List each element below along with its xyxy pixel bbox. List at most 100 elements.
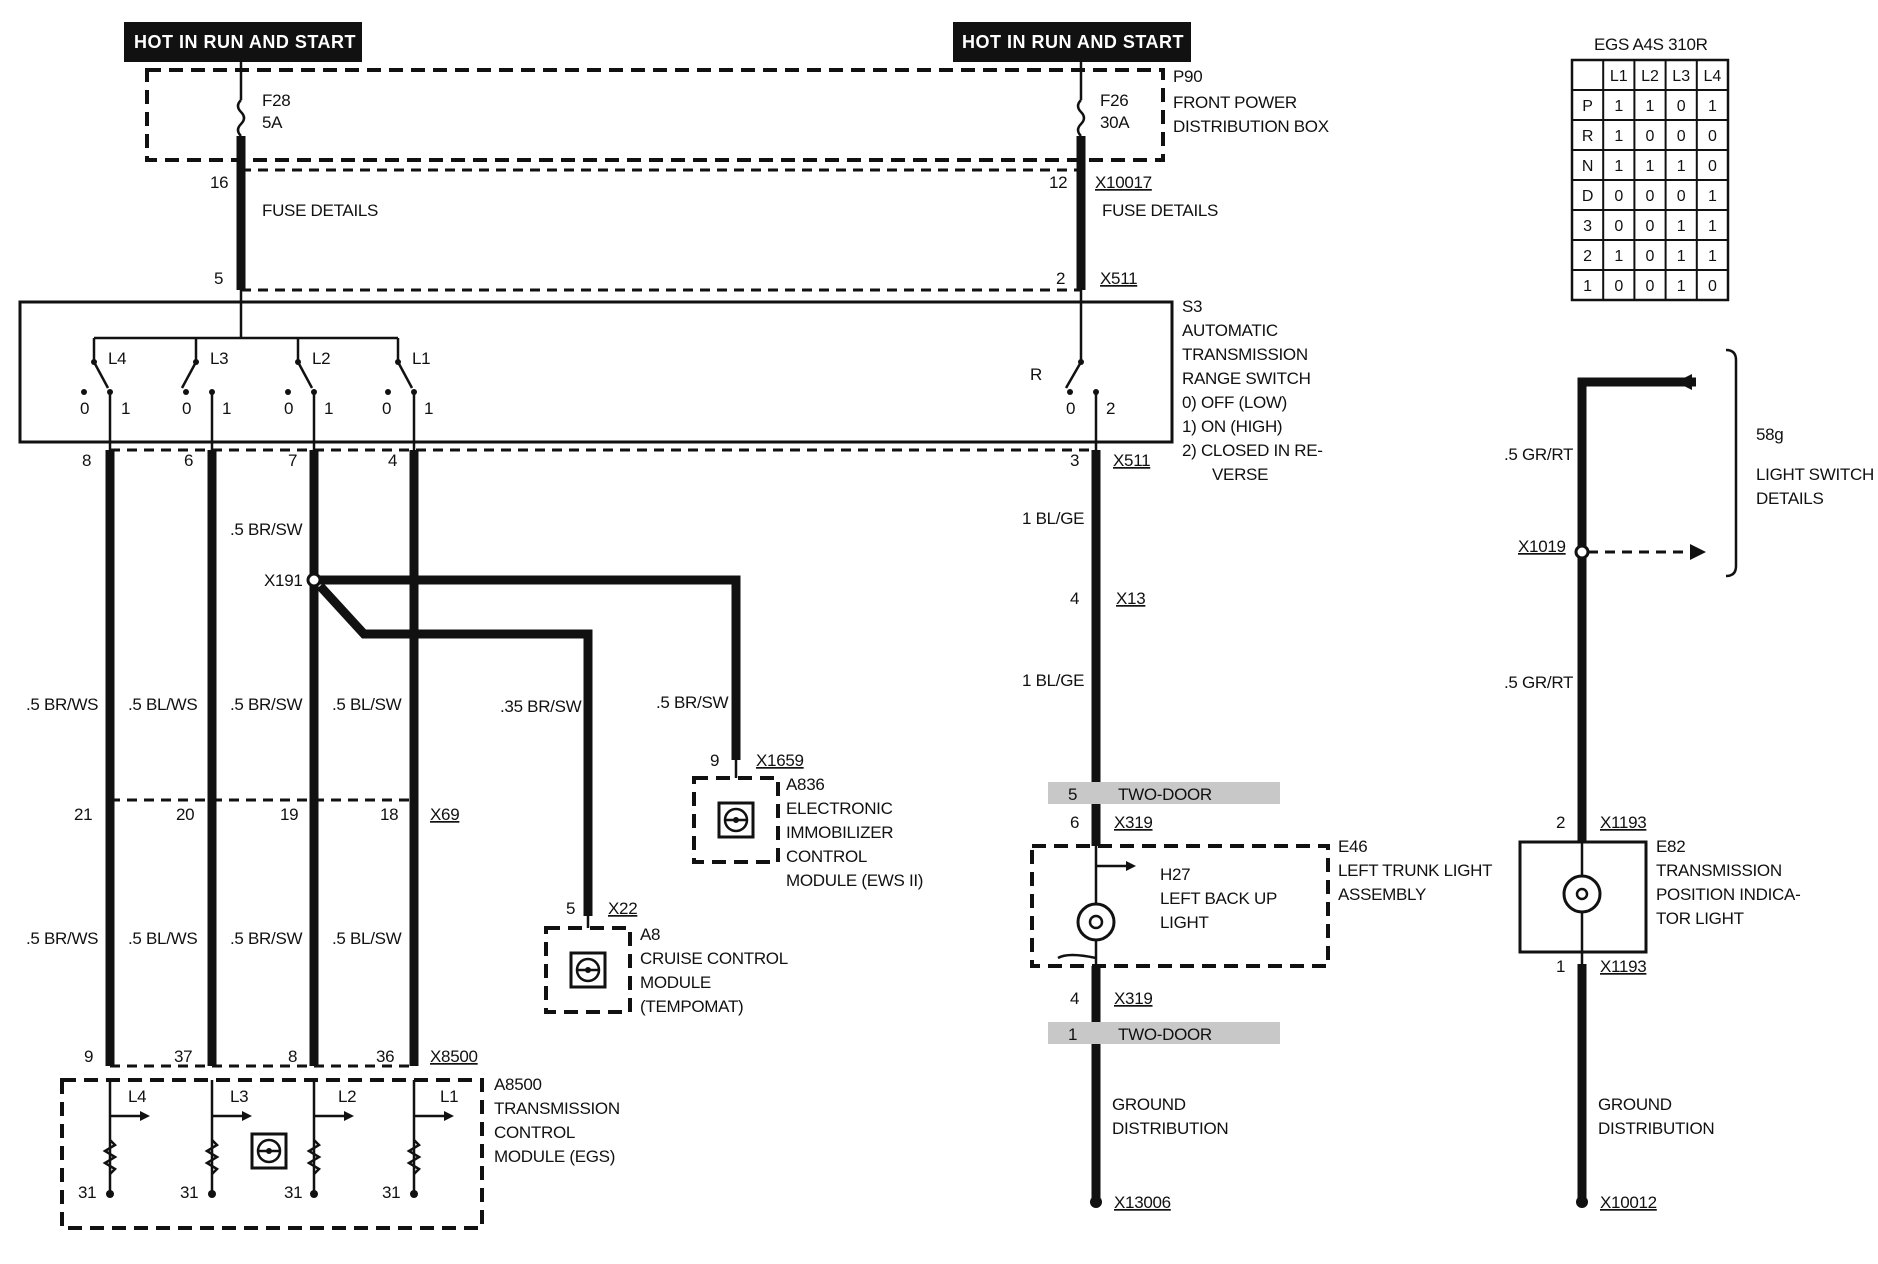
egs-table-cell: 1	[1614, 248, 1623, 265]
fuse-left-top-pin: 16	[210, 173, 228, 192]
switch-contact-label: L2	[312, 349, 330, 368]
fuse-left-rating: 5A	[262, 113, 283, 132]
egs-table-cell: 1	[1708, 248, 1717, 265]
range-switch-line: VERSE	[1212, 465, 1268, 484]
steering-wheel-icon	[250, 1132, 288, 1170]
egs-table-position: 2	[1583, 248, 1592, 265]
x319-bottom-pin: 4	[1070, 989, 1079, 1008]
x69-pin: 20	[176, 805, 194, 824]
ews-module-line: IMMOBILIZER	[786, 823, 893, 842]
egs-table-cell: 0	[1677, 188, 1686, 205]
egs-table-cell: 1	[1646, 98, 1655, 115]
x1019-label: X1019	[1518, 537, 1566, 556]
cruise-signal-wire	[316, 582, 593, 916]
egs-ground-pin: 31	[284, 1183, 302, 1202]
l2-top-wire-label: .5 BR/SW	[230, 520, 302, 539]
x1193-bottom-connector: X1193	[1600, 957, 1646, 976]
x13-pin: 4	[1070, 589, 1079, 608]
x8500-pin: 37	[174, 1047, 192, 1066]
egs-input-label: L1	[440, 1087, 458, 1106]
fuse-left-id: F28	[262, 91, 290, 110]
indicator-lamp-filament	[1575, 887, 1589, 901]
fuse-right-bottom-connector: X511	[1100, 269, 1137, 288]
fuse-box-outline	[145, 68, 1165, 162]
range-switch-line: RANGE SWITCH	[1182, 369, 1311, 388]
x319-top-connector: X319	[1114, 813, 1153, 832]
egs-input-l2: L2 31	[284, 1080, 357, 1202]
egs-module-line: TRANSMISSION	[494, 1099, 620, 1118]
egs-table-cell: 1	[1708, 218, 1717, 235]
x191-splice	[306, 572, 322, 588]
egs-module-outline	[60, 1078, 484, 1230]
lamp-tap-arrow	[1126, 861, 1136, 871]
x1193-bottom-pin: 1	[1556, 957, 1565, 976]
egs-table-cell: 1	[1677, 218, 1686, 235]
switch-contact-on: 1	[424, 399, 433, 418]
egs-table-title: EGS A4S 310R	[1594, 35, 1708, 54]
egs-table-cell: 0	[1708, 278, 1717, 295]
egs-table-cell: 0	[1646, 188, 1655, 205]
switch-reverse-off: 0	[1066, 399, 1075, 418]
egs-ground-pin: 31	[180, 1183, 198, 1202]
x8500-pin: 36	[376, 1047, 394, 1066]
x1193-top-pin: 2	[1556, 813, 1565, 832]
egs-table-cell: 0	[1646, 248, 1655, 265]
switch-contact-off: 0	[182, 399, 191, 418]
indicator-lamp-icon	[1562, 874, 1602, 914]
assembly-id: E46	[1338, 837, 1367, 856]
fuse-right-id: F26	[1100, 91, 1128, 110]
fuse-right-symbol	[1076, 99, 1086, 137]
egs-ground-pin: 31	[78, 1183, 96, 1202]
indicator-wire-label-mid: .5 GR/RT	[1504, 673, 1573, 692]
two-door-bottom-pin: 1	[1068, 1025, 1077, 1044]
switch-contact-reverse: R 0 2	[1030, 290, 1115, 418]
egs-table-cell: 0	[1708, 128, 1717, 145]
egs-table-cell: 0	[1677, 98, 1686, 115]
indicator-feed-arrow	[1676, 374, 1692, 390]
range-switch-line: 0) OFF (LOW)	[1182, 393, 1287, 412]
egs-table-cell: 0	[1646, 218, 1655, 235]
two-door-band-top	[1048, 782, 1280, 804]
ground-point-icon	[1576, 1196, 1588, 1208]
switch-contact-l4: L4 0 1	[80, 338, 130, 418]
egs-table-position: 3	[1583, 218, 1592, 235]
egs-input-l1: L1 31	[382, 1080, 459, 1202]
indicator-lamp-id: E82	[1656, 837, 1685, 856]
ews-module-line: ELECTRONIC	[786, 799, 893, 818]
x319-bottom-connector: X319	[1114, 989, 1153, 1008]
indicator-lamp-line: TOR LIGHT	[1656, 909, 1744, 928]
egs-table-cell: 1	[1646, 158, 1655, 175]
two-door-band-bottom	[1048, 1022, 1280, 1044]
egs-module-line: CONTROL	[494, 1123, 575, 1142]
egs-table-header: L2	[1641, 68, 1659, 85]
wire-label-lower: .5 BR/WS	[26, 929, 98, 948]
fuse-box-name-1: FRONT POWER	[1173, 93, 1297, 112]
egs-input-l4: L4 31	[78, 1080, 150, 1202]
egs-input-label: L2	[338, 1087, 356, 1106]
cruise-wire-label: .35 BR/SW	[500, 697, 582, 716]
egs-table-cell: 0	[1646, 128, 1655, 145]
switch-contact-on: 1	[324, 399, 333, 418]
egs-table-position: P	[1582, 98, 1593, 115]
ews-connector: X1659	[756, 751, 804, 770]
wire-label-lower: .5 BL/SW	[332, 929, 402, 948]
switch-contact-on: 1	[222, 399, 231, 418]
fuse-right-top-connector: X10017	[1095, 173, 1152, 192]
wire-label-upper: .5 BR/SW	[230, 695, 302, 714]
wire-label-upper: .5 BL/SW	[332, 695, 402, 714]
indicator-wire-label-top: .5 GR/RT	[1504, 445, 1573, 464]
switch-contact-l1: L1 0 1	[382, 338, 433, 418]
switch-contact-off: 0	[382, 399, 391, 418]
switch-contact-label: L3	[210, 349, 228, 368]
switch-bottom-pin: 7	[288, 451, 297, 470]
assembly-line: ASSEMBLY	[1338, 885, 1426, 904]
x319-top-pin: 6	[1070, 813, 1079, 832]
switch-contact-on: 1	[121, 399, 130, 418]
x8500-connector: X8500	[430, 1047, 478, 1066]
x69-pin: 18	[380, 805, 398, 824]
egs-table-cell: 1	[1614, 98, 1623, 115]
x191-label: X191	[264, 571, 303, 590]
egs-table-cell: 1	[1677, 248, 1686, 265]
